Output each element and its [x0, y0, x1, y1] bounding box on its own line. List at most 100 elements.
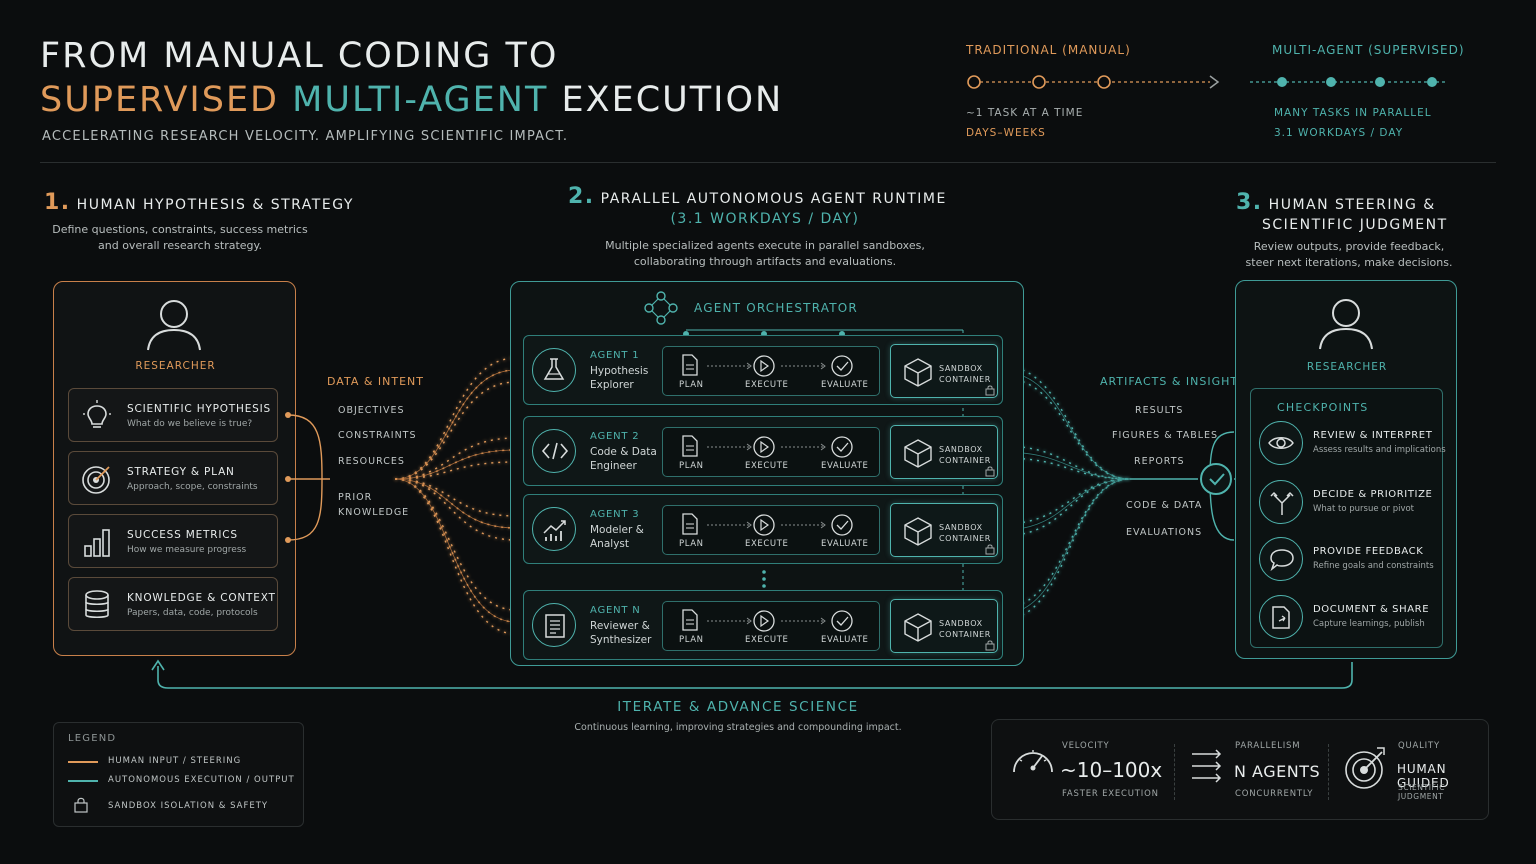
- artifact-figures: FIGURES & TABLES: [1112, 430, 1219, 441]
- speech-bubble-icon: [1259, 537, 1303, 581]
- checkpoint-title: DECIDE & PRIORITIZE: [1313, 489, 1433, 500]
- metric-parallelism-sub: CONCURRENTLY: [1235, 789, 1314, 799]
- lock-icon: [985, 640, 995, 651]
- checkpoint-decide: DECIDE & PRIORITIZE What to pursue or pi…: [1259, 478, 1443, 530]
- researcher-label: RESEARCHER: [1306, 361, 1388, 373]
- intent-constraints: CONSTRAINTS: [338, 430, 417, 441]
- comparison-timelines: [967, 75, 1448, 89]
- checkpoint-title: PROVIDE FEEDBACK: [1313, 546, 1424, 557]
- cube-icon: [904, 358, 932, 387]
- metric-velocity-sub: FASTER EXECUTION: [1062, 789, 1159, 799]
- fork-arrows-icon: [1259, 480, 1303, 524]
- agent-row-n: AGENT N Reviewer &Synthesizer PLAN EXECU…: [523, 590, 1003, 660]
- agent-name: AGENT 2: [590, 431, 640, 442]
- metric-quality-sub: SCIENTIFIC JUDGMENT: [1398, 783, 1446, 801]
- metrics-panel: VELOCITY ~10–100x FASTER EXECUTION PARAL…: [991, 719, 1489, 820]
- section2-rate: (3.1 WORKDAYS / DAY): [670, 211, 860, 227]
- plan-execute-evaluate-flow: PLAN EXECUTE EVALUATE: [662, 427, 880, 477]
- plan-execute-evaluate-flow: PLAN EXECUTE EVALUATE: [662, 601, 880, 651]
- step-plan: PLAN: [679, 461, 704, 471]
- title-word-execution: EXECUTION: [561, 80, 784, 120]
- artifact-evaluations: EVALUATIONS: [1126, 527, 1203, 538]
- iterate-sub: Continuous learning, improving strategie…: [574, 722, 902, 733]
- intent-knowledge: KNOWLEDGE: [338, 507, 410, 518]
- target-icon: [82, 466, 110, 494]
- data-intent-title: DATA & INTENT: [327, 375, 424, 388]
- card-title: STRATEGY & PLAN: [127, 466, 235, 478]
- researcher-icon: [147, 300, 201, 351]
- card-sub: How we measure progress: [127, 545, 247, 555]
- researcher-icon: [1319, 299, 1373, 350]
- step-evaluate: EVALUATE: [821, 380, 869, 390]
- orchestrator-label: AGENT ORCHESTRATOR: [694, 301, 858, 315]
- lock-icon: [985, 544, 995, 555]
- intent-objectives: OBJECTIVES: [338, 405, 405, 416]
- checkpoint-sub: Refine goals and constraints: [1313, 561, 1434, 571]
- step-evaluate: EVALUATE: [821, 461, 869, 471]
- multi-agent-duration: 3.1 WORKDAYS / DAY: [1274, 127, 1404, 139]
- section3-header-line2: SCIENTIFIC JUDGMENT: [1262, 217, 1448, 233]
- legend: LEGEND HUMAN INPUT / STEERING AUTONOMOUS…: [53, 722, 304, 827]
- checkpoint-merge: [1200, 463, 1232, 495]
- lock-icon: [985, 385, 995, 396]
- traditional-duration: DAYS–WEEKS: [966, 127, 1046, 139]
- artifacts-title: ARTIFACTS & INSIGHTS: [1100, 375, 1247, 388]
- card-knowledge-context: KNOWLEDGE & CONTEXT Papers, data, code, …: [68, 577, 278, 631]
- card-sub: What do we believe is true?: [127, 419, 253, 429]
- traditional-label: TRADITIONAL (MANUAL): [966, 43, 1131, 57]
- agent-row-3: AGENT 3 Modeler &Analyst PLAN EXECUTE EV…: [523, 494, 1003, 564]
- legend-auto-swatch: [68, 780, 98, 782]
- code-icon: [532, 429, 576, 473]
- card-sub: Papers, data, code, protocols: [127, 608, 258, 618]
- card-scientific-hypothesis: SCIENTIFIC HYPOTHESIS What do we believe…: [68, 388, 278, 442]
- title-word-supervised: SUPERVISED: [40, 80, 280, 120]
- metric-parallelism-value: N AGENTS: [1234, 762, 1321, 781]
- lightbulb-icon: [83, 400, 111, 428]
- bar-chart-icon: [84, 529, 110, 557]
- metric-velocity-label: VELOCITY: [1062, 741, 1110, 751]
- checkpoints-box: CHECKPOINTS REVIEW & INTERPRET Assess re…: [1250, 388, 1446, 648]
- metrics-divider: [1174, 744, 1176, 800]
- checkpoint-sub: Capture learnings, publish: [1313, 619, 1425, 629]
- section2-desc: Multiple specialized agents execute in p…: [605, 239, 925, 268]
- step-execute: EXECUTE: [745, 461, 789, 471]
- title-line2: SUPERVISED MULTI-AGENT EXECUTION: [40, 80, 783, 120]
- step-evaluate: EVALUATE: [821, 539, 869, 549]
- lock-icon: [74, 797, 88, 813]
- agent-name: AGENT 1: [590, 350, 640, 361]
- researcher-label: RESEARCHER: [135, 360, 216, 372]
- cube-icon: [904, 517, 932, 546]
- legend-title: LEGEND: [68, 733, 117, 744]
- legend-human-swatch: [68, 761, 98, 763]
- parallel-arrows-icon: [1192, 749, 1222, 783]
- section1-header: 1.HUMAN HYPOTHESIS & STRATEGY: [44, 190, 354, 215]
- checkpoint-feedback: PROVIDE FEEDBACK Refine goals and constr…: [1259, 535, 1443, 587]
- cube-icon: [904, 439, 932, 468]
- card-title: SUCCESS METRICS: [127, 529, 238, 541]
- metric-parallelism-label: PARALLELISM: [1235, 741, 1301, 751]
- metric-velocity-value: ~10–100x: [1060, 758, 1163, 782]
- eye-icon: [1259, 421, 1303, 465]
- plan-execute-evaluate-flow: PLAN EXECUTE EVALUATE: [662, 346, 880, 396]
- artifact-results: RESULTS: [1135, 405, 1184, 416]
- flask-icon: [532, 348, 576, 392]
- intent-prior: PRIOR: [338, 492, 373, 503]
- check-icon: [1209, 473, 1225, 486]
- intent-resources: RESOURCES: [338, 456, 405, 467]
- researcher-steering-panel: RESEARCHER CHECKPOINTS REVIEW & INTERPRE…: [1235, 280, 1457, 659]
- legend-human: HUMAN INPUT / STEERING: [108, 756, 242, 766]
- step-plan: PLAN: [679, 635, 704, 645]
- subtitle: ACCELERATING RESEARCH VELOCITY. AMPLIFYI…: [42, 129, 569, 144]
- step-evaluate: EVALUATE: [821, 635, 869, 645]
- document-list-icon: [532, 603, 576, 647]
